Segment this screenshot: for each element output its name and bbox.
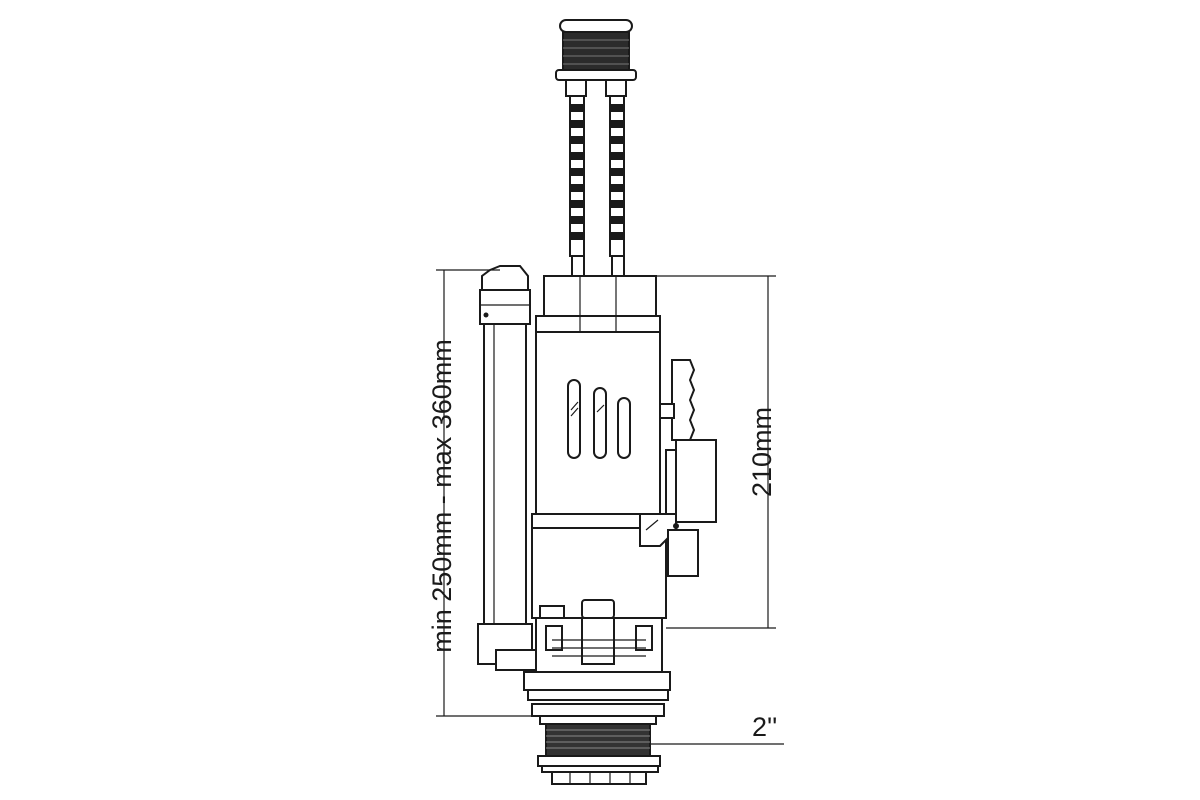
valve-base: [523, 599, 671, 701]
outlet-thread: [531, 703, 665, 785]
valve-body: [531, 275, 667, 619]
push-button: [555, 19, 637, 97]
float-adjuster: [639, 359, 717, 577]
cable-right: [609, 95, 625, 277]
cable-left: [569, 95, 585, 277]
outlet-size-label: 2'': [752, 712, 777, 742]
body-height-label: 210mm: [747, 407, 777, 497]
overall-height-label: min 250mm - max 360mm: [427, 339, 457, 653]
overflow-tube: [477, 265, 541, 671]
dimension-body-height: [656, 275, 776, 629]
dimension-overall-height: [436, 269, 532, 717]
